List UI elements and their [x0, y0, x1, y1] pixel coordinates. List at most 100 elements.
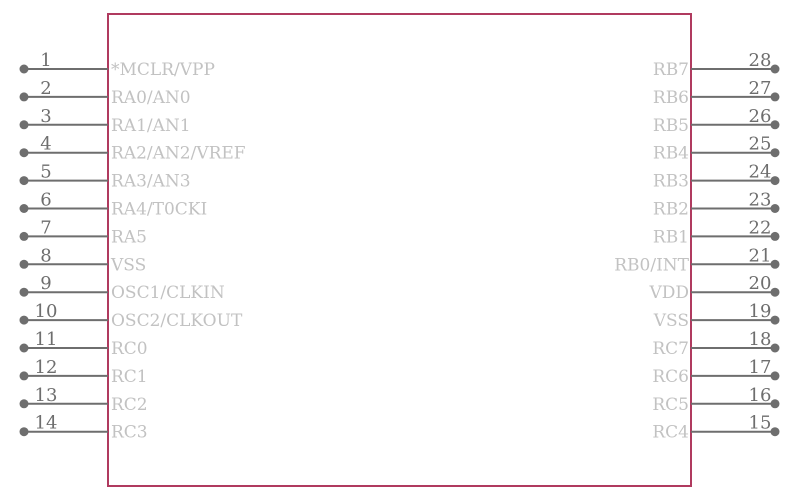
pin-25: 25 RB4 — [653, 134, 780, 164]
pin-number: 2 — [40, 78, 51, 99]
pin-number: 26 — [749, 106, 772, 127]
pin-name: VDD — [648, 283, 689, 303]
pin-endpoint — [770, 148, 780, 158]
pin-number: 10 — [35, 301, 58, 322]
pin-name: RB0/INT — [614, 255, 689, 275]
pin-number: 1 — [40, 50, 51, 71]
pin-number: 19 — [749, 301, 772, 322]
pin-endpoint — [19, 231, 29, 241]
pin-20: 20 VDD — [648, 273, 780, 303]
pin-18: 18 RC7 — [652, 329, 780, 359]
pin-27: 27 RB6 — [653, 78, 780, 108]
pin-2: 2 RA0/AN0 — [19, 78, 191, 108]
pin-endpoint — [770, 315, 780, 325]
pin-28: 28 RB7 — [653, 50, 780, 80]
pin-13: 13 RC2 — [19, 385, 148, 415]
pin-number: 24 — [749, 162, 772, 183]
pin-name: RC1 — [111, 367, 148, 387]
pin-number: 22 — [749, 217, 772, 238]
pin-endpoint — [770, 287, 780, 297]
pin-9: 9 OSC1/CLKIN — [19, 273, 225, 303]
pin-endpoint — [19, 176, 29, 186]
pin-24: 24 RB3 — [653, 162, 780, 192]
pin-endpoint — [19, 343, 29, 353]
pin-name: RC2 — [111, 395, 148, 415]
pin-21: 21 RB0/INT — [614, 245, 780, 275]
pin-name: OSC2/CLKOUT — [111, 311, 243, 331]
pin-number: 6 — [40, 190, 51, 211]
pin-name: RB6 — [653, 88, 689, 108]
ic-body — [107, 13, 692, 487]
pin-name: RC7 — [652, 339, 689, 359]
pin-endpoint — [770, 64, 780, 74]
pin-endpoint — [19, 120, 29, 130]
pin-12: 12 RC1 — [19, 357, 148, 387]
pin-endpoint — [19, 204, 29, 213]
pin-number: 14 — [35, 413, 58, 434]
pin-number: 18 — [749, 329, 772, 350]
pin-number: 13 — [35, 385, 58, 406]
pin-name: RB4 — [653, 144, 689, 164]
pin-number: 28 — [749, 50, 772, 71]
pin-number: 27 — [749, 78, 772, 99]
pin-name: RC0 — [111, 339, 148, 359]
pin-number: 3 — [40, 106, 51, 127]
pin-name: RA2/AN2/VREF — [111, 144, 246, 164]
pin-number: 23 — [749, 190, 772, 211]
pin-number: 20 — [749, 273, 772, 294]
pin-endpoint — [770, 231, 780, 241]
pin-number: 25 — [749, 134, 772, 155]
pin-number: 5 — [40, 162, 51, 183]
pin-endpoint — [770, 92, 780, 102]
pin-name: OSC1/CLKIN — [111, 283, 225, 303]
pin-number: 9 — [40, 273, 51, 294]
pin-endpoint — [770, 343, 780, 353]
pin-name: RB3 — [653, 172, 689, 192]
pin-endpoint — [19, 371, 29, 381]
pin-endpoint — [770, 259, 780, 269]
pin-number: 7 — [40, 217, 51, 238]
pin-number: 21 — [749, 245, 772, 266]
pin-endpoint — [770, 204, 780, 213]
pin-number: 12 — [35, 357, 58, 378]
pin-number: 16 — [749, 385, 772, 406]
pin-endpoint — [19, 427, 29, 437]
pin-name: VSS — [110, 255, 146, 275]
pin-endpoint — [19, 92, 29, 102]
pin-number: 4 — [40, 134, 51, 155]
pin-endpoint — [770, 427, 780, 437]
pin-10: 10 OSC2/CLKOUT — [19, 301, 243, 331]
pin-name: RB5 — [653, 116, 689, 136]
pin-name: RA0/AN0 — [111, 88, 191, 108]
pin-name: RB7 — [653, 60, 689, 80]
pin-name: RB1 — [653, 227, 689, 247]
pin-endpoint — [770, 371, 780, 381]
pin-endpoint — [19, 399, 29, 409]
pin-number: 17 — [749, 357, 772, 378]
pin-endpoint — [19, 259, 29, 269]
pin-endpoint — [770, 120, 780, 130]
pin-3: 3 RA1/AN1 — [19, 106, 191, 136]
pin-endpoint — [770, 176, 780, 186]
pin-16: 16 RC5 — [652, 385, 780, 415]
pin-22: 22 RB1 — [653, 217, 780, 247]
pin-name: RC6 — [652, 367, 689, 387]
pin-name: RC4 — [652, 423, 689, 443]
pin-1: 1*MCLR/VPP — [19, 50, 215, 80]
pin-name: RC5 — [652, 395, 689, 415]
pin-name: RA1/AN1 — [111, 116, 191, 136]
pin-endpoint — [19, 64, 29, 74]
pin-endpoint — [19, 287, 29, 297]
pin-name: RA3/AN3 — [111, 172, 191, 192]
